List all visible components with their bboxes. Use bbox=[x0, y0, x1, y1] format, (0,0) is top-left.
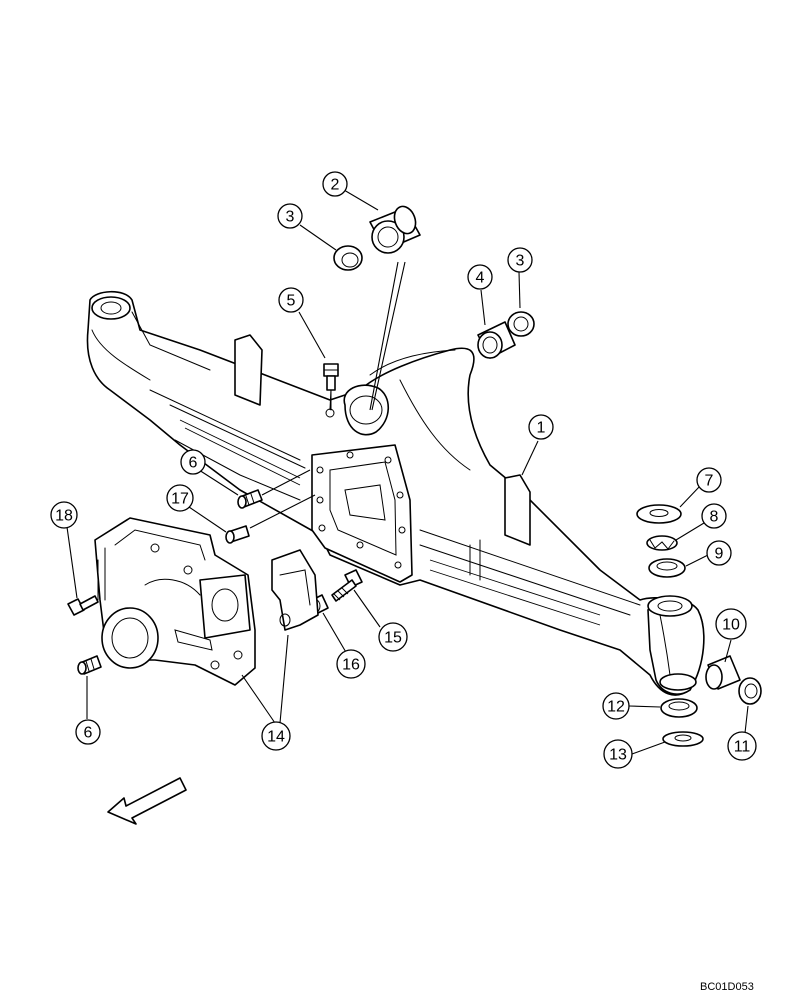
svg-text:17: 17 bbox=[171, 491, 189, 508]
trunnion-part-14-large bbox=[94, 517, 256, 686]
washer-part-13 bbox=[662, 731, 704, 747]
pin-part-17 bbox=[225, 525, 250, 544]
callout-17: 17 bbox=[166, 484, 194, 512]
svg-text:9: 9 bbox=[715, 546, 724, 563]
svg-text:18: 18 bbox=[55, 508, 73, 525]
svg-text:16: 16 bbox=[342, 657, 360, 674]
drawing-code: BC01D053 bbox=[700, 981, 754, 993]
svg-text:1: 1 bbox=[537, 420, 546, 437]
svg-text:3: 3 bbox=[516, 253, 525, 270]
svg-text:14: 14 bbox=[267, 729, 285, 746]
callout-12: 12 bbox=[602, 692, 630, 720]
seal-part-3-upper bbox=[333, 245, 363, 271]
plug-part-6-upper bbox=[237, 489, 263, 509]
svg-text:10: 10 bbox=[722, 617, 740, 634]
svg-text:2: 2 bbox=[331, 177, 340, 194]
callout-8: 8 bbox=[701, 503, 727, 529]
callout-16: 16 bbox=[336, 649, 366, 679]
bearing-part-9 bbox=[648, 558, 686, 578]
callout-3-upper-right: 3 bbox=[507, 247, 533, 273]
svg-text:6: 6 bbox=[84, 725, 93, 742]
direction-arrow bbox=[107, 777, 187, 825]
callout-15: 15 bbox=[378, 622, 408, 652]
callout-13: 13 bbox=[603, 739, 633, 769]
shim-part-8 bbox=[646, 535, 678, 551]
callout-5: 5 bbox=[278, 287, 304, 313]
svg-text:7: 7 bbox=[705, 473, 714, 490]
svg-text:6: 6 bbox=[189, 455, 198, 472]
washer-part-7 bbox=[636, 504, 682, 524]
svg-text:13: 13 bbox=[609, 747, 627, 764]
axle-housing bbox=[86, 290, 705, 696]
bolt-part-15 bbox=[331, 569, 363, 602]
bracket-part-14-small bbox=[271, 549, 319, 631]
svg-text:11: 11 bbox=[734, 739, 751, 756]
bearing-part-12 bbox=[660, 698, 698, 718]
svg-text:5: 5 bbox=[287, 293, 296, 310]
callout-18: 18 bbox=[50, 501, 78, 529]
callout-6-upper: 6 bbox=[180, 449, 206, 475]
callout-2: 2 bbox=[322, 171, 348, 197]
callout-9: 9 bbox=[706, 540, 732, 566]
callout-6-lower: 6 bbox=[75, 719, 101, 745]
bushing-part-10 bbox=[705, 655, 741, 690]
leader-lines bbox=[66, 189, 749, 755]
callout-3-upper-left: 3 bbox=[277, 203, 303, 229]
svg-text:15: 15 bbox=[384, 630, 402, 647]
callout-7: 7 bbox=[696, 467, 722, 493]
svg-text:4: 4 bbox=[476, 270, 485, 287]
callout-10: 10 bbox=[715, 608, 747, 640]
seal-part-3-right bbox=[507, 311, 535, 337]
callout-4: 4 bbox=[467, 264, 493, 290]
callout-1: 1 bbox=[528, 414, 554, 440]
svg-text:8: 8 bbox=[710, 509, 719, 526]
callout-11: 11 bbox=[727, 731, 757, 761]
bushing-part-2 bbox=[369, 205, 421, 254]
svg-text:12: 12 bbox=[607, 699, 625, 716]
svg-text:3: 3 bbox=[286, 209, 295, 226]
seal-part-11 bbox=[738, 677, 762, 705]
callout-14: 14 bbox=[261, 721, 291, 751]
plug-part-6-lower bbox=[77, 655, 102, 675]
bushing-part-4 bbox=[477, 321, 516, 359]
bolt-part-18 bbox=[67, 595, 99, 616]
